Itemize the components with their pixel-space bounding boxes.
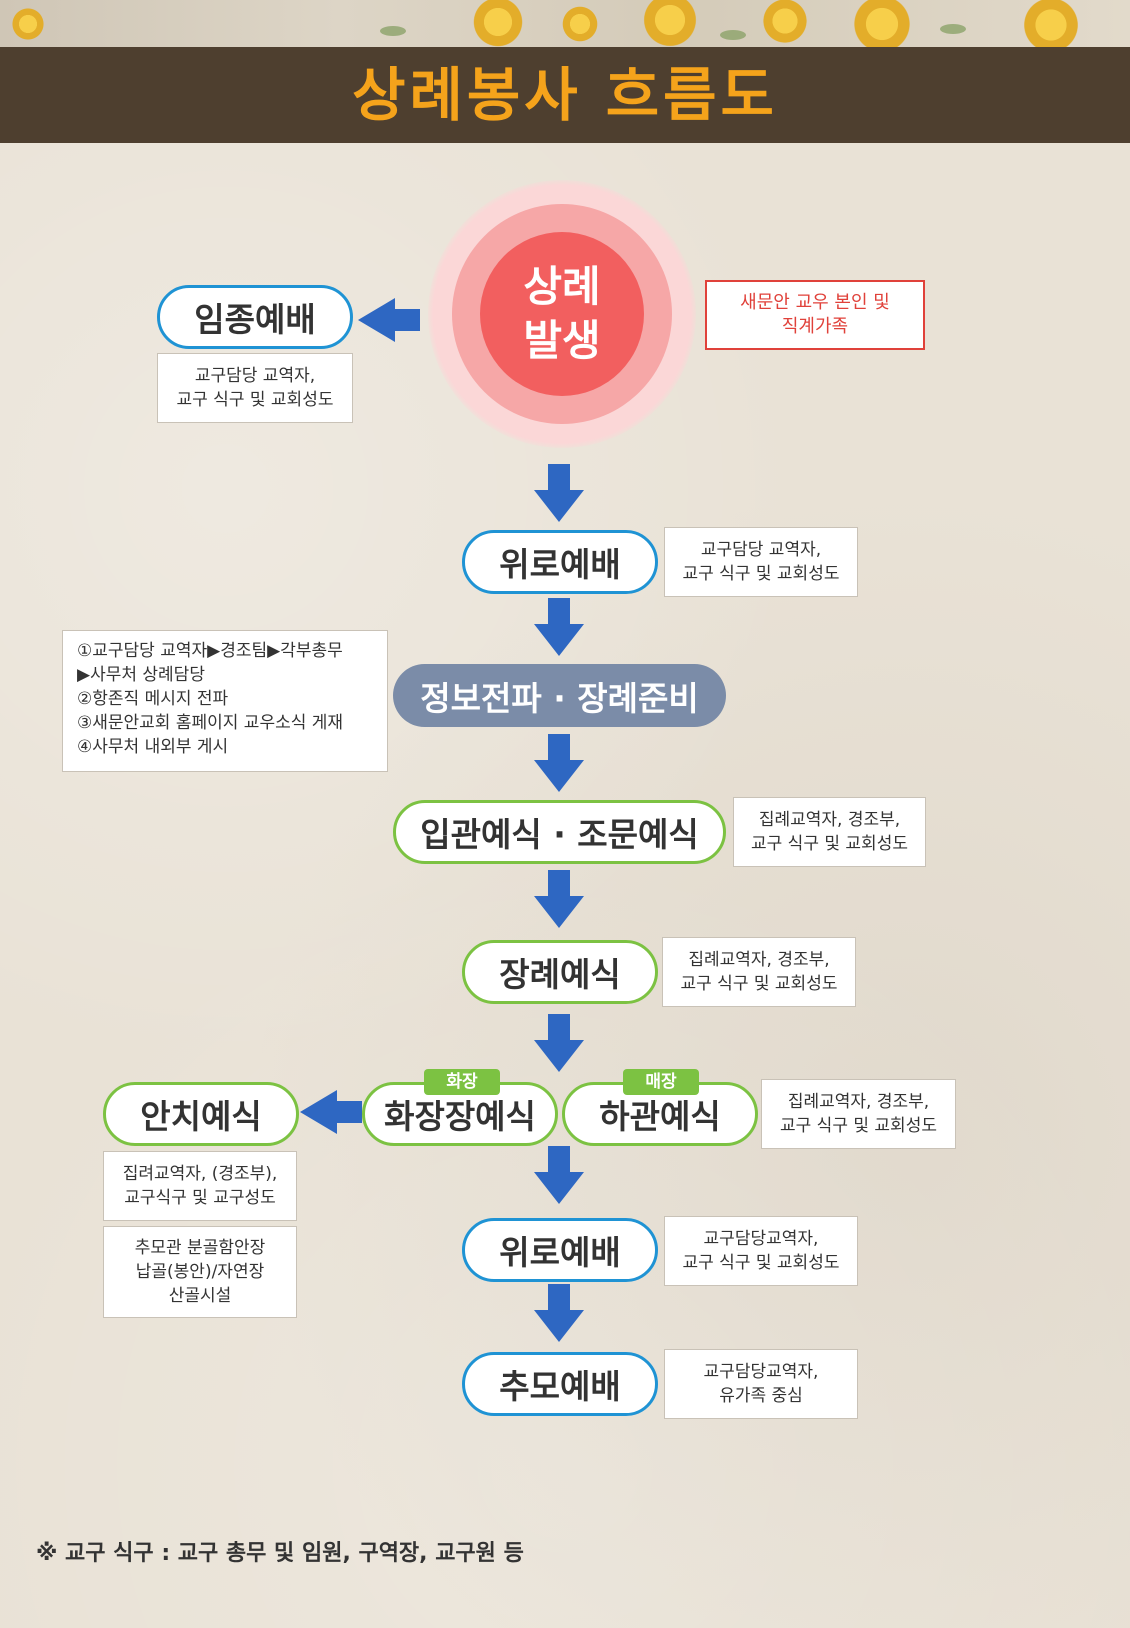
flower-icon: [10, 6, 46, 42]
event-core: [480, 232, 644, 396]
note-ipgwan: 집례교역자, 경조부, 교구 식구 및 교회성도: [733, 797, 926, 867]
flower-icon: [1020, 0, 1082, 56]
node-imjong: 임종예배: [157, 285, 353, 349]
note-chumo: 교구담당교역자, 유가족 중심: [664, 1349, 858, 1419]
flower-icon: [760, 0, 810, 46]
node-info: 정보전파 · 장례준비: [393, 664, 726, 727]
title-banner: [0, 47, 1130, 143]
arrow-down-icon: [534, 1146, 584, 1204]
node-ipgwan: 입관예식 · 조문예식: [393, 800, 726, 864]
arrow-down-icon: [534, 1014, 584, 1072]
leaf-icon: [720, 30, 746, 40]
event-label: 상례 발생: [523, 262, 601, 365]
arrow-down-icon: [534, 1284, 584, 1342]
arrow-down-icon: [534, 870, 584, 928]
node-anchi: 안치예식: [103, 1082, 299, 1146]
node-jangrye: 장례예식: [462, 940, 658, 1004]
note-wiro-1: 교구담당 교역자, 교구 식구 및 교회성도: [664, 527, 858, 597]
flower-icon: [560, 4, 600, 44]
node-wiro-1: 위로예배: [462, 530, 658, 594]
flower-icon: [640, 0, 700, 50]
note-hagwan: 집례교역자, 경조부, 교구 식구 및 교회성도: [761, 1079, 956, 1149]
note-anchi-1: 집려교역자, (경조부), 교구식구 및 교구성도: [103, 1151, 297, 1221]
footnote: ※ 교구 식구 : 교구 총무 및 임원, 구역장, 교구원 등: [36, 1541, 524, 1566]
leaf-icon: [380, 26, 406, 36]
arrow-left-icon: [300, 1090, 362, 1134]
node-hagwan: 하관예식: [562, 1082, 758, 1146]
arrow-down-icon: [534, 598, 584, 656]
node-wiro-2: 위로예배: [462, 1218, 658, 1282]
flower-icon: [470, 0, 526, 50]
tag-hagwan: 매장: [623, 1069, 699, 1095]
arrow-down-icon: [534, 464, 584, 522]
note-info: ①교구담당 교역자▶경조팀▶각부총무 ▶사무처 상례담당 ②항존직 메시지 전파…: [62, 630, 388, 772]
arrow-left-icon: [358, 298, 420, 342]
arrow-down-icon: [534, 734, 584, 792]
note-anchi-2: 추모관 분골함안장 납골(봉안)/자연장 산골시설: [103, 1226, 297, 1318]
tag-hwajang: 화장: [424, 1069, 500, 1095]
note-imjong: 교구담당 교역자, 교구 식구 및 교회성도: [157, 353, 353, 423]
eligibility-note: 새문안 교우 본인 및 직계가족: [705, 280, 925, 350]
flower-icon: [850, 0, 914, 56]
note-jangrye: 집례교역자, 경조부, 교구 식구 및 교회성도: [662, 937, 856, 1007]
page-title: 상례봉사 흐름도: [352, 61, 778, 129]
node-chumo: 추모예배: [462, 1352, 658, 1416]
leaf-icon: [940, 24, 966, 34]
note-wiro-2: 교구담당교역자, 교구 식구 및 교회성도: [664, 1216, 858, 1286]
